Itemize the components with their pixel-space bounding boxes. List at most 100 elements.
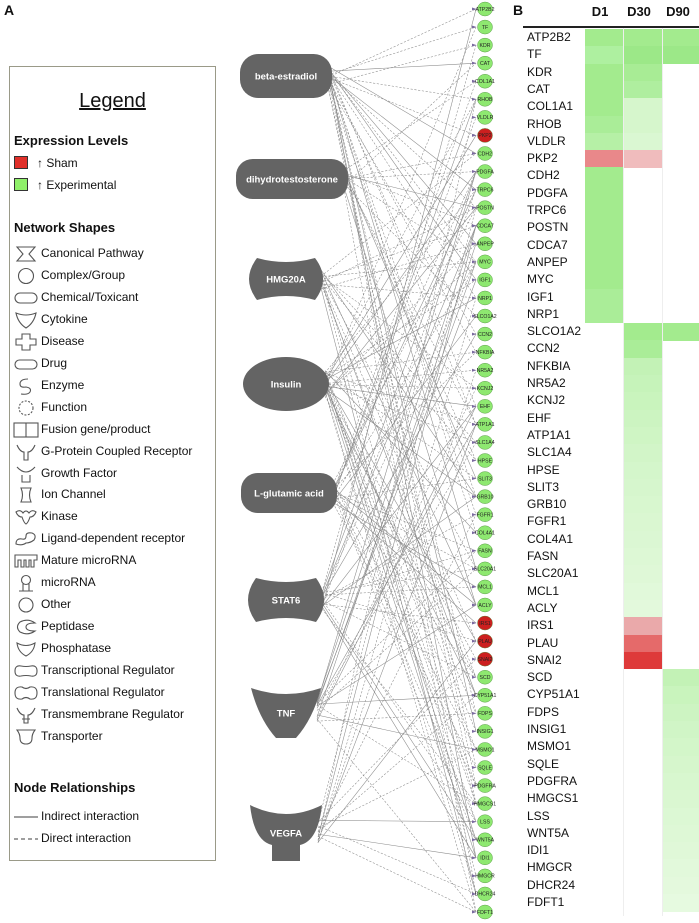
heatmap-row-label: FDPS: [527, 704, 560, 719]
ligand-receptor-icon: [15, 532, 36, 546]
network-edge: [327, 77, 477, 786]
legend-shape-row: Cytokine: [10, 310, 215, 330]
legend-shape-label: Chemical/Toxicant: [41, 289, 139, 304]
gene-node-shape: [477, 146, 493, 161]
heatmap-row-label: SLC20A1: [527, 566, 579, 581]
network-edge: [324, 384, 477, 750]
network-edge: [327, 65, 477, 894]
network-edge: [332, 315, 477, 503]
gene-node-shape: [477, 670, 493, 685]
gene-node: KCNJ2: [472, 381, 493, 396]
edge-arrowhead: [472, 404, 477, 408]
mature-microrna-icon: [14, 554, 38, 568]
network-edge: [321, 333, 477, 597]
regulator-label: Insulin: [271, 380, 302, 391]
network-edge: [324, 371, 477, 732]
gene-node-shape: [477, 507, 493, 522]
network-edge: [321, 225, 477, 596]
heatmap-row-label: WNT5A: [527, 825, 569, 840]
gene-node-shape: [477, 1, 493, 17]
network-edge: [332, 485, 477, 678]
network-edge: [343, 176, 477, 263]
gene-node-shape: [477, 904, 493, 920]
regulator-shape: [240, 54, 332, 98]
heatmap-cell: [624, 617, 663, 635]
regulator-label: TNF: [277, 709, 296, 720]
network-edge: [324, 279, 477, 378]
gene-node: SLCO1A2: [472, 308, 497, 324]
network-edge: [332, 171, 477, 492]
heatmap-cell: [624, 63, 663, 82]
network-edge: [321, 8, 477, 609]
gene-node-shape: [477, 868, 493, 884]
network-edge: [317, 99, 477, 841]
gene-node: TF: [472, 19, 493, 35]
gene-node: WNT5A: [472, 832, 495, 847]
network-edge: [327, 67, 477, 858]
regulator-node: Insulin: [243, 357, 329, 411]
heatmap-cell: [663, 669, 699, 687]
column-header-d30: D30: [627, 4, 651, 19]
gene-node: ATP2B2: [472, 1, 495, 17]
heatmap-row-label: PKP2: [527, 151, 558, 166]
gene-node-shape: [477, 579, 493, 595]
gene-label: ATP1A1: [476, 422, 495, 428]
legend-shape-label: Mature microRNA: [41, 553, 137, 568]
gene-node: INSIG1: [472, 724, 494, 739]
network-edge: [327, 77, 477, 136]
legend-shape-row: Fusion gene/product: [10, 420, 215, 440]
network-edge: [332, 261, 477, 499]
network-edge: [327, 72, 477, 714]
network-edge: [332, 493, 477, 570]
regulator-label: L-glutamic acid: [254, 489, 324, 500]
legend-shape-row: Function: [10, 398, 215, 418]
regulatory-network: beta-estradioldihydrotestosteroneHMG20AI…: [236, 1, 497, 920]
network-edge: [321, 603, 477, 624]
legend-shape-label: G-Protein Coupled Receptor: [41, 443, 193, 458]
gene-label: FGFR1: [476, 512, 493, 518]
gene-node: VLDLR: [472, 110, 494, 125]
gene-label: IRS1: [479, 621, 491, 627]
gene-label: CDH2: [478, 151, 492, 157]
heatmap-row-label: SCD: [527, 670, 553, 685]
network-edge: [327, 74, 477, 190]
gene-label: SLCO1A2: [473, 314, 496, 320]
heatmap-cell: [624, 115, 663, 134]
network-edge: [327, 44, 477, 85]
gene-label: EHF: [480, 404, 490, 410]
network-edge: [324, 388, 477, 497]
gene-node-shape: [477, 344, 493, 360]
gene-node: CDH2: [472, 146, 493, 161]
phosphatase-icon: [16, 642, 36, 657]
network-edge: [327, 8, 477, 78]
gene-node: PKP2: [472, 128, 493, 143]
network-edge: [327, 68, 477, 281]
gene-node: CAT: [472, 55, 493, 71]
gene-label: TRPC6: [476, 187, 493, 193]
gene-node: TRPC6: [472, 182, 494, 197]
gene-label: TF: [482, 25, 488, 31]
edge-arrowhead: [472, 603, 477, 607]
network-edge: [321, 406, 477, 607]
regulator-node: VEGFA: [250, 805, 322, 861]
gene-node-shape: [477, 706, 493, 721]
gene-node: MCL1: [472, 579, 493, 595]
network-edge: [332, 502, 477, 768]
heatmap-cell: [663, 807, 699, 826]
edge-arrowhead: [472, 495, 477, 499]
network-edge: [327, 75, 477, 100]
gene-node: IRS1: [472, 615, 493, 631]
legend-shape-label: Disease: [41, 333, 85, 348]
heatmap-row-label: SLCO1A2: [527, 324, 582, 339]
regulator-shape: [249, 258, 323, 300]
heatmap-row-label: HMGCS1: [527, 791, 579, 806]
heatmap-row-label: HPSE: [527, 462, 560, 477]
panel-b-label: B: [513, 2, 524, 18]
gene-node: RHOB: [472, 92, 493, 107]
gene-node: IGF1: [472, 272, 493, 288]
network-edge: [316, 442, 477, 709]
network-edge: [327, 74, 477, 208]
edge-arrowhead: [472, 206, 477, 210]
heatmap-row-label: EHF: [527, 410, 551, 425]
gene-label: SLIT3: [478, 476, 492, 482]
